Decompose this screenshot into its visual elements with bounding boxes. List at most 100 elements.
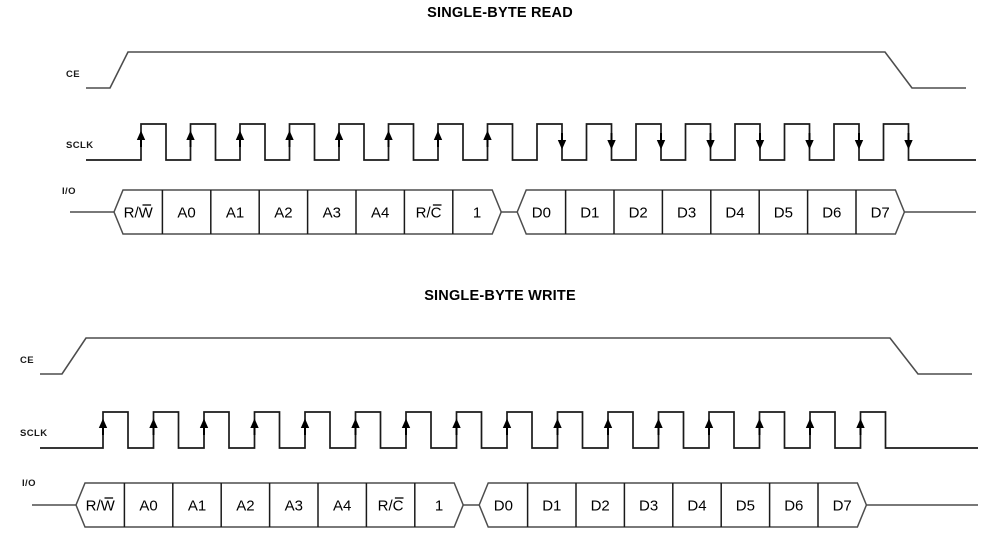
io-cell: 1 bbox=[435, 498, 443, 515]
io-cell-text: A4 bbox=[371, 205, 389, 222]
io-cell: R/C bbox=[378, 497, 404, 515]
io-cell: R/W bbox=[124, 204, 154, 222]
io-data-byte: D0 D1 D2 D3 D4 D5 D6 D7 bbox=[478, 482, 868, 528]
io-cell: D0 bbox=[494, 498, 513, 515]
io-cell-text: A2 bbox=[236, 498, 254, 515]
io-cell: D4 bbox=[687, 498, 706, 515]
sclk-edge-arrow-rising bbox=[755, 418, 764, 435]
sclk-edge-arrow-rising bbox=[250, 418, 259, 435]
io-cell: A1 bbox=[226, 205, 244, 222]
io-cell-text: D3 bbox=[639, 498, 658, 515]
sclk-edge-arrow-rising bbox=[401, 418, 411, 435]
io-cell: D7 bbox=[833, 498, 852, 515]
io-cell: D6 bbox=[822, 205, 841, 222]
io-cell: D2 bbox=[629, 205, 648, 222]
io-cell-text: A2 bbox=[274, 205, 292, 222]
io-cell-text: D4 bbox=[725, 205, 744, 222]
sclk-edge-arrow-falling bbox=[656, 133, 666, 150]
sclk-waveform bbox=[40, 411, 978, 449]
sclk-edge-arrow-rising bbox=[136, 130, 146, 147]
io-cell: A1 bbox=[188, 498, 206, 515]
sclk-edge-arrow-falling bbox=[607, 133, 616, 150]
io-cell-text: R/W bbox=[86, 498, 116, 515]
io-cell: D1 bbox=[542, 498, 561, 515]
sclk-edge-arrow-rising bbox=[300, 418, 310, 435]
sclk-edge-arrow-falling bbox=[854, 133, 864, 150]
io-cell: D5 bbox=[774, 205, 793, 222]
sclk-edge-arrow-rising bbox=[452, 418, 461, 435]
io-cell-text: R/C bbox=[416, 205, 442, 222]
io-cell-text: A0 bbox=[177, 205, 195, 222]
sclk-edge-arrow-rising bbox=[149, 418, 158, 435]
io-cell: D0 bbox=[532, 205, 551, 222]
sclk-edge-arrow-rising bbox=[285, 130, 294, 147]
io-cell: D4 bbox=[725, 205, 744, 222]
io-cell: A3 bbox=[323, 205, 341, 222]
io-cell: R/W bbox=[86, 497, 116, 515]
io-data-byte: D0 D1 D2 D3 D4 D5 D6 D7 bbox=[516, 189, 906, 235]
sclk-edge-arrow-falling bbox=[557, 133, 567, 150]
io-cell: A4 bbox=[333, 498, 351, 515]
io-cell: D2 bbox=[591, 498, 610, 515]
io-cell-text: D5 bbox=[736, 498, 755, 515]
sclk-edge-arrow-rising bbox=[433, 130, 443, 147]
io-cell: R/C bbox=[416, 204, 442, 222]
io-label: I/O bbox=[62, 186, 76, 197]
io-cell-text: A1 bbox=[226, 205, 244, 222]
io-label: I/O bbox=[22, 478, 36, 489]
io-cell-text: D3 bbox=[677, 205, 696, 222]
io-cell: A0 bbox=[139, 498, 157, 515]
signal-ce: CE bbox=[66, 51, 966, 89]
io-command-byte: R/W A0 A1 A2 A3 A4 R/C 1 bbox=[75, 482, 465, 528]
diagram-title: SINGLE-BYTE WRITE bbox=[424, 288, 576, 304]
io-cell: D3 bbox=[677, 205, 696, 222]
signal-io: I/O R/W A0 A1 A2 A3 A4 R/C 1 D0 D1 D2 D3 D4 D5 D6 D7 bbox=[62, 186, 976, 235]
ce-label: CE bbox=[66, 69, 80, 80]
io-cell: 1 bbox=[473, 205, 481, 222]
sclk-edge-arrow-falling bbox=[904, 133, 913, 150]
io-cell: A4 bbox=[371, 205, 389, 222]
io-cell-text: D0 bbox=[532, 205, 551, 222]
sclk-edge-arrow-rising bbox=[603, 418, 613, 435]
io-cell-text: 1 bbox=[473, 205, 481, 222]
ce-label: CE bbox=[20, 355, 34, 366]
io-cell: D7 bbox=[871, 205, 890, 222]
sclk-edge-arrow-rising bbox=[502, 418, 512, 435]
sclk-edge-arrow-rising bbox=[704, 418, 714, 435]
io-cell-text: D6 bbox=[822, 205, 841, 222]
io-cell: A3 bbox=[285, 498, 303, 515]
io-cell: A0 bbox=[177, 205, 195, 222]
sclk-edge-arrow-rising bbox=[483, 130, 492, 147]
sclk-edge-arrow-falling bbox=[755, 133, 765, 150]
io-cell: A2 bbox=[274, 205, 292, 222]
io-cell-text: A3 bbox=[323, 205, 341, 222]
io-cell-text: D5 bbox=[774, 205, 793, 222]
io-cell-text: D7 bbox=[833, 498, 852, 515]
sclk-edge-arrow-rising bbox=[199, 418, 209, 435]
diagram-title: SINGLE-BYTE READ bbox=[427, 5, 573, 21]
io-cell-text: D6 bbox=[784, 498, 803, 515]
io-cell-text: D7 bbox=[871, 205, 890, 222]
sclk-edge-arrow-rising bbox=[553, 418, 562, 435]
io-cell: D1 bbox=[580, 205, 599, 222]
io-cell-text: D2 bbox=[591, 498, 610, 515]
sclk-edge-arrow-rising bbox=[235, 130, 245, 147]
sclk-waveform bbox=[86, 123, 976, 161]
io-cell-text: A0 bbox=[139, 498, 157, 515]
signal-ce: CE bbox=[20, 337, 972, 375]
sclk-edge-arrow-rising bbox=[186, 130, 195, 147]
io-cell-text: D1 bbox=[542, 498, 561, 515]
signal-io: I/O R/W A0 A1 A2 A3 A4 R/C 1 D0 D1 D2 D3 D4 D5 D6 D7 bbox=[22, 478, 978, 528]
io-cell-text: D0 bbox=[494, 498, 513, 515]
sclk-edge-arrow-falling bbox=[706, 133, 715, 150]
sclk-edge-arrow-rising bbox=[334, 130, 344, 147]
io-cell-text: D4 bbox=[687, 498, 706, 515]
sclk-edge-arrow-falling bbox=[805, 133, 814, 150]
sclk-edge-arrow-rising bbox=[98, 418, 108, 435]
sclk-edge-arrow-rising bbox=[384, 130, 393, 147]
io-cell: D6 bbox=[784, 498, 803, 515]
io-cell-text: D2 bbox=[629, 205, 648, 222]
